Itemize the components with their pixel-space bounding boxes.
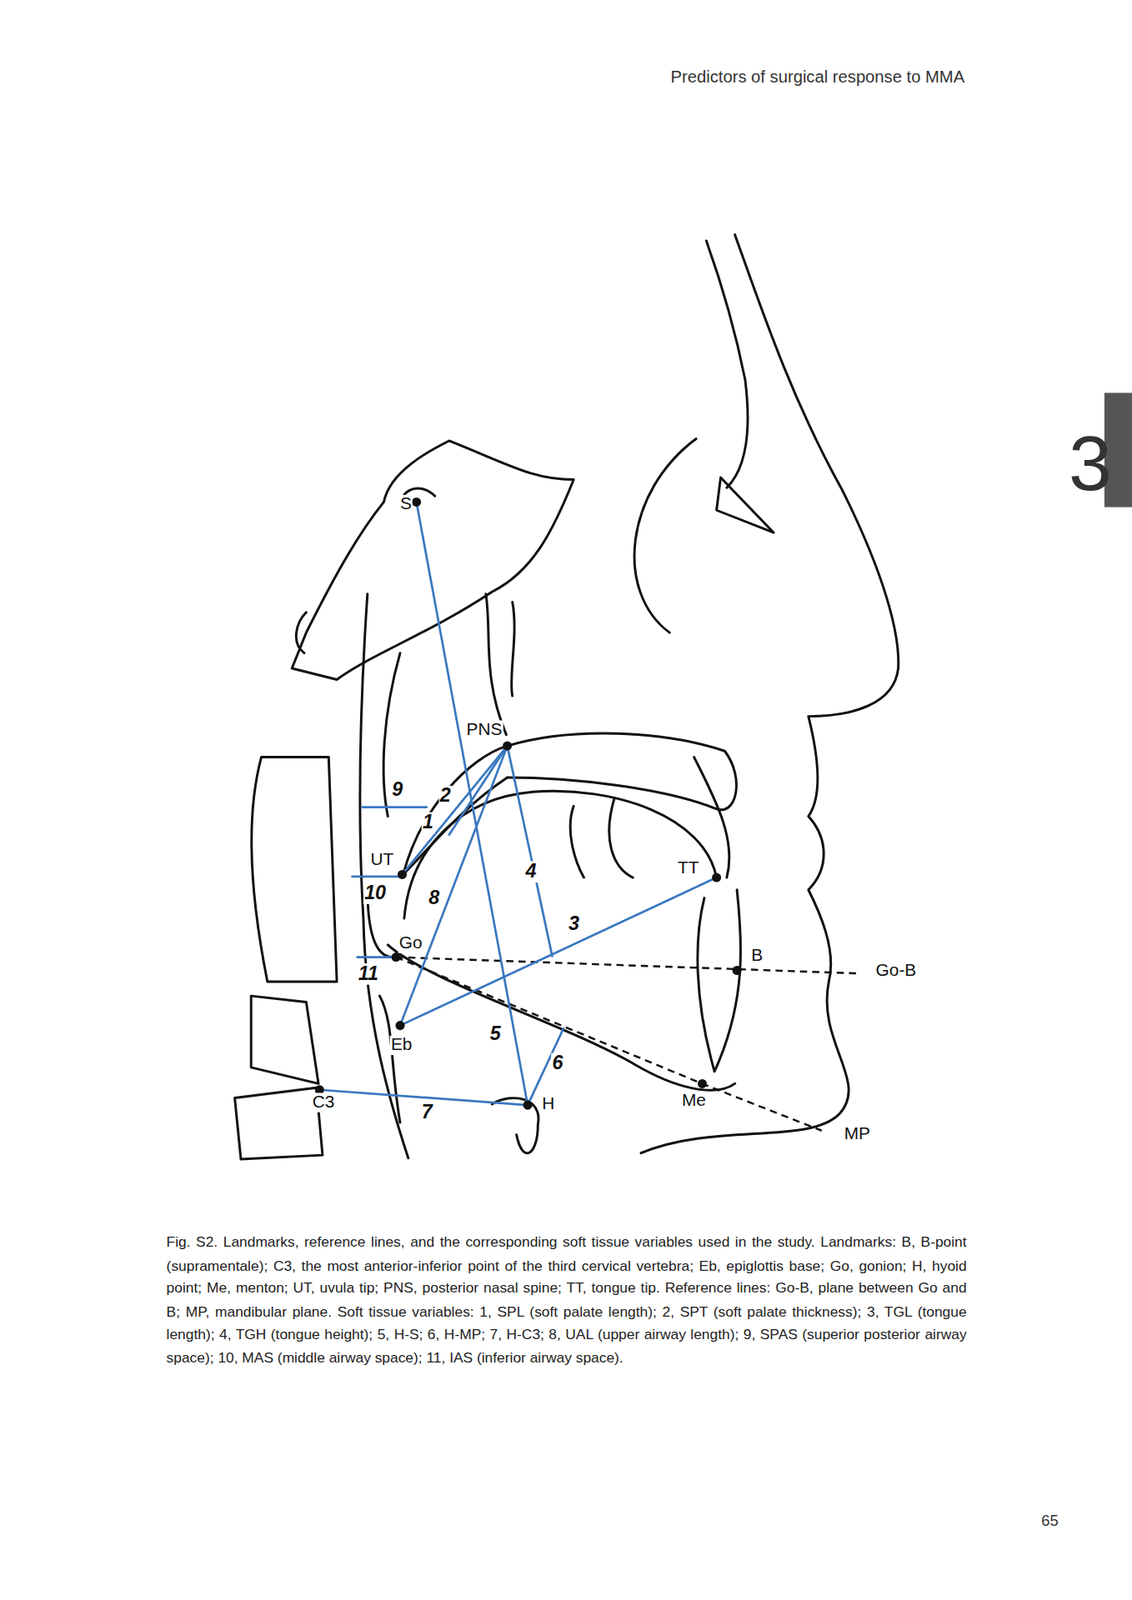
landmark-label: UT: [369, 851, 395, 871]
anatomy-outline: [485, 594, 506, 736]
measurement-line: [401, 746, 507, 875]
figure-caption: Fig. S2. Landmarks, reference lines, and…: [166, 1231, 967, 1370]
reference-line-label: MP: [842, 1124, 872, 1144]
callout-number: 10: [363, 882, 387, 905]
callout-number: 11: [357, 963, 381, 986]
anatomy-outline: [380, 996, 401, 1123]
anatomy-outline: [251, 757, 337, 982]
anatomy-outline: [511, 601, 516, 697]
reference-line-label: Go-B: [874, 961, 917, 981]
anatomy-outline: [235, 235, 899, 1160]
landmark-dot: [315, 497, 742, 1111]
anatomy-outline: [291, 440, 574, 681]
landmark-label: H: [540, 1095, 556, 1115]
anatomy-outline: [716, 477, 775, 533]
anatomy-outline: [295, 612, 306, 654]
anatomy-outline: [706, 240, 748, 488]
landmark-dot: [411, 497, 421, 507]
measurement-line: [400, 746, 508, 1027]
anatomy-outline: [250, 996, 319, 1084]
landmark-dot: [697, 1079, 707, 1089]
landmark-label: PNS: [465, 720, 503, 740]
anatomy-outline: [641, 235, 899, 1154]
anatomy-outline: [570, 798, 633, 879]
reference-line: [395, 957, 860, 1132]
callout-number: 1: [421, 812, 435, 835]
reference-line: [395, 957, 822, 1132]
measurement-line: [416, 501, 528, 1106]
landmark-label: Eb: [390, 1036, 414, 1056]
landmark-label: Go: [398, 933, 424, 953]
landmark-dot: [502, 741, 512, 752]
reference-line: [395, 957, 860, 975]
measurement-line: [527, 1028, 564, 1106]
callout-number: 3: [567, 913, 581, 936]
measurement-line: [362, 806, 427, 809]
chapter-number: 3: [1068, 424, 1112, 502]
callout-number: 7: [420, 1101, 433, 1124]
callout-number: 9: [390, 780, 404, 802]
landmark-dot: [391, 952, 401, 962]
measurement-line: [507, 746, 553, 957]
landmark-dot: [523, 1101, 533, 1111]
measurement-line: [319, 501, 717, 1106]
measurement-line: [357, 956, 397, 959]
callout-number: 8: [427, 887, 441, 910]
landmark-dot: [397, 870, 407, 880]
running-header: Predictors of surgical response to MMA: [671, 67, 966, 86]
anatomy-outline: [235, 1087, 323, 1160]
landmark-label: B: [750, 946, 764, 967]
anatomy-outline: [697, 890, 742, 1072]
landmark-label: Me: [681, 1091, 707, 1112]
callout-number: 2: [439, 786, 452, 808]
measurement-line: [351, 875, 402, 878]
landmark-label: TT: [676, 859, 701, 879]
anatomy-outline: [634, 439, 697, 634]
callout-number: 5: [489, 1023, 502, 1046]
callout-number: 6: [550, 1053, 564, 1076]
page-number: 65: [1041, 1512, 1058, 1530]
landmark-label: S: [399, 495, 413, 515]
landmark-dot: [732, 966, 742, 976]
landmark-label: C3: [310, 1092, 336, 1112]
callout-number: 4: [524, 861, 537, 883]
landmark-dot: [711, 873, 722, 883]
anatomy-outline: [491, 1098, 539, 1154]
landmark-dot: [395, 1021, 405, 1031]
